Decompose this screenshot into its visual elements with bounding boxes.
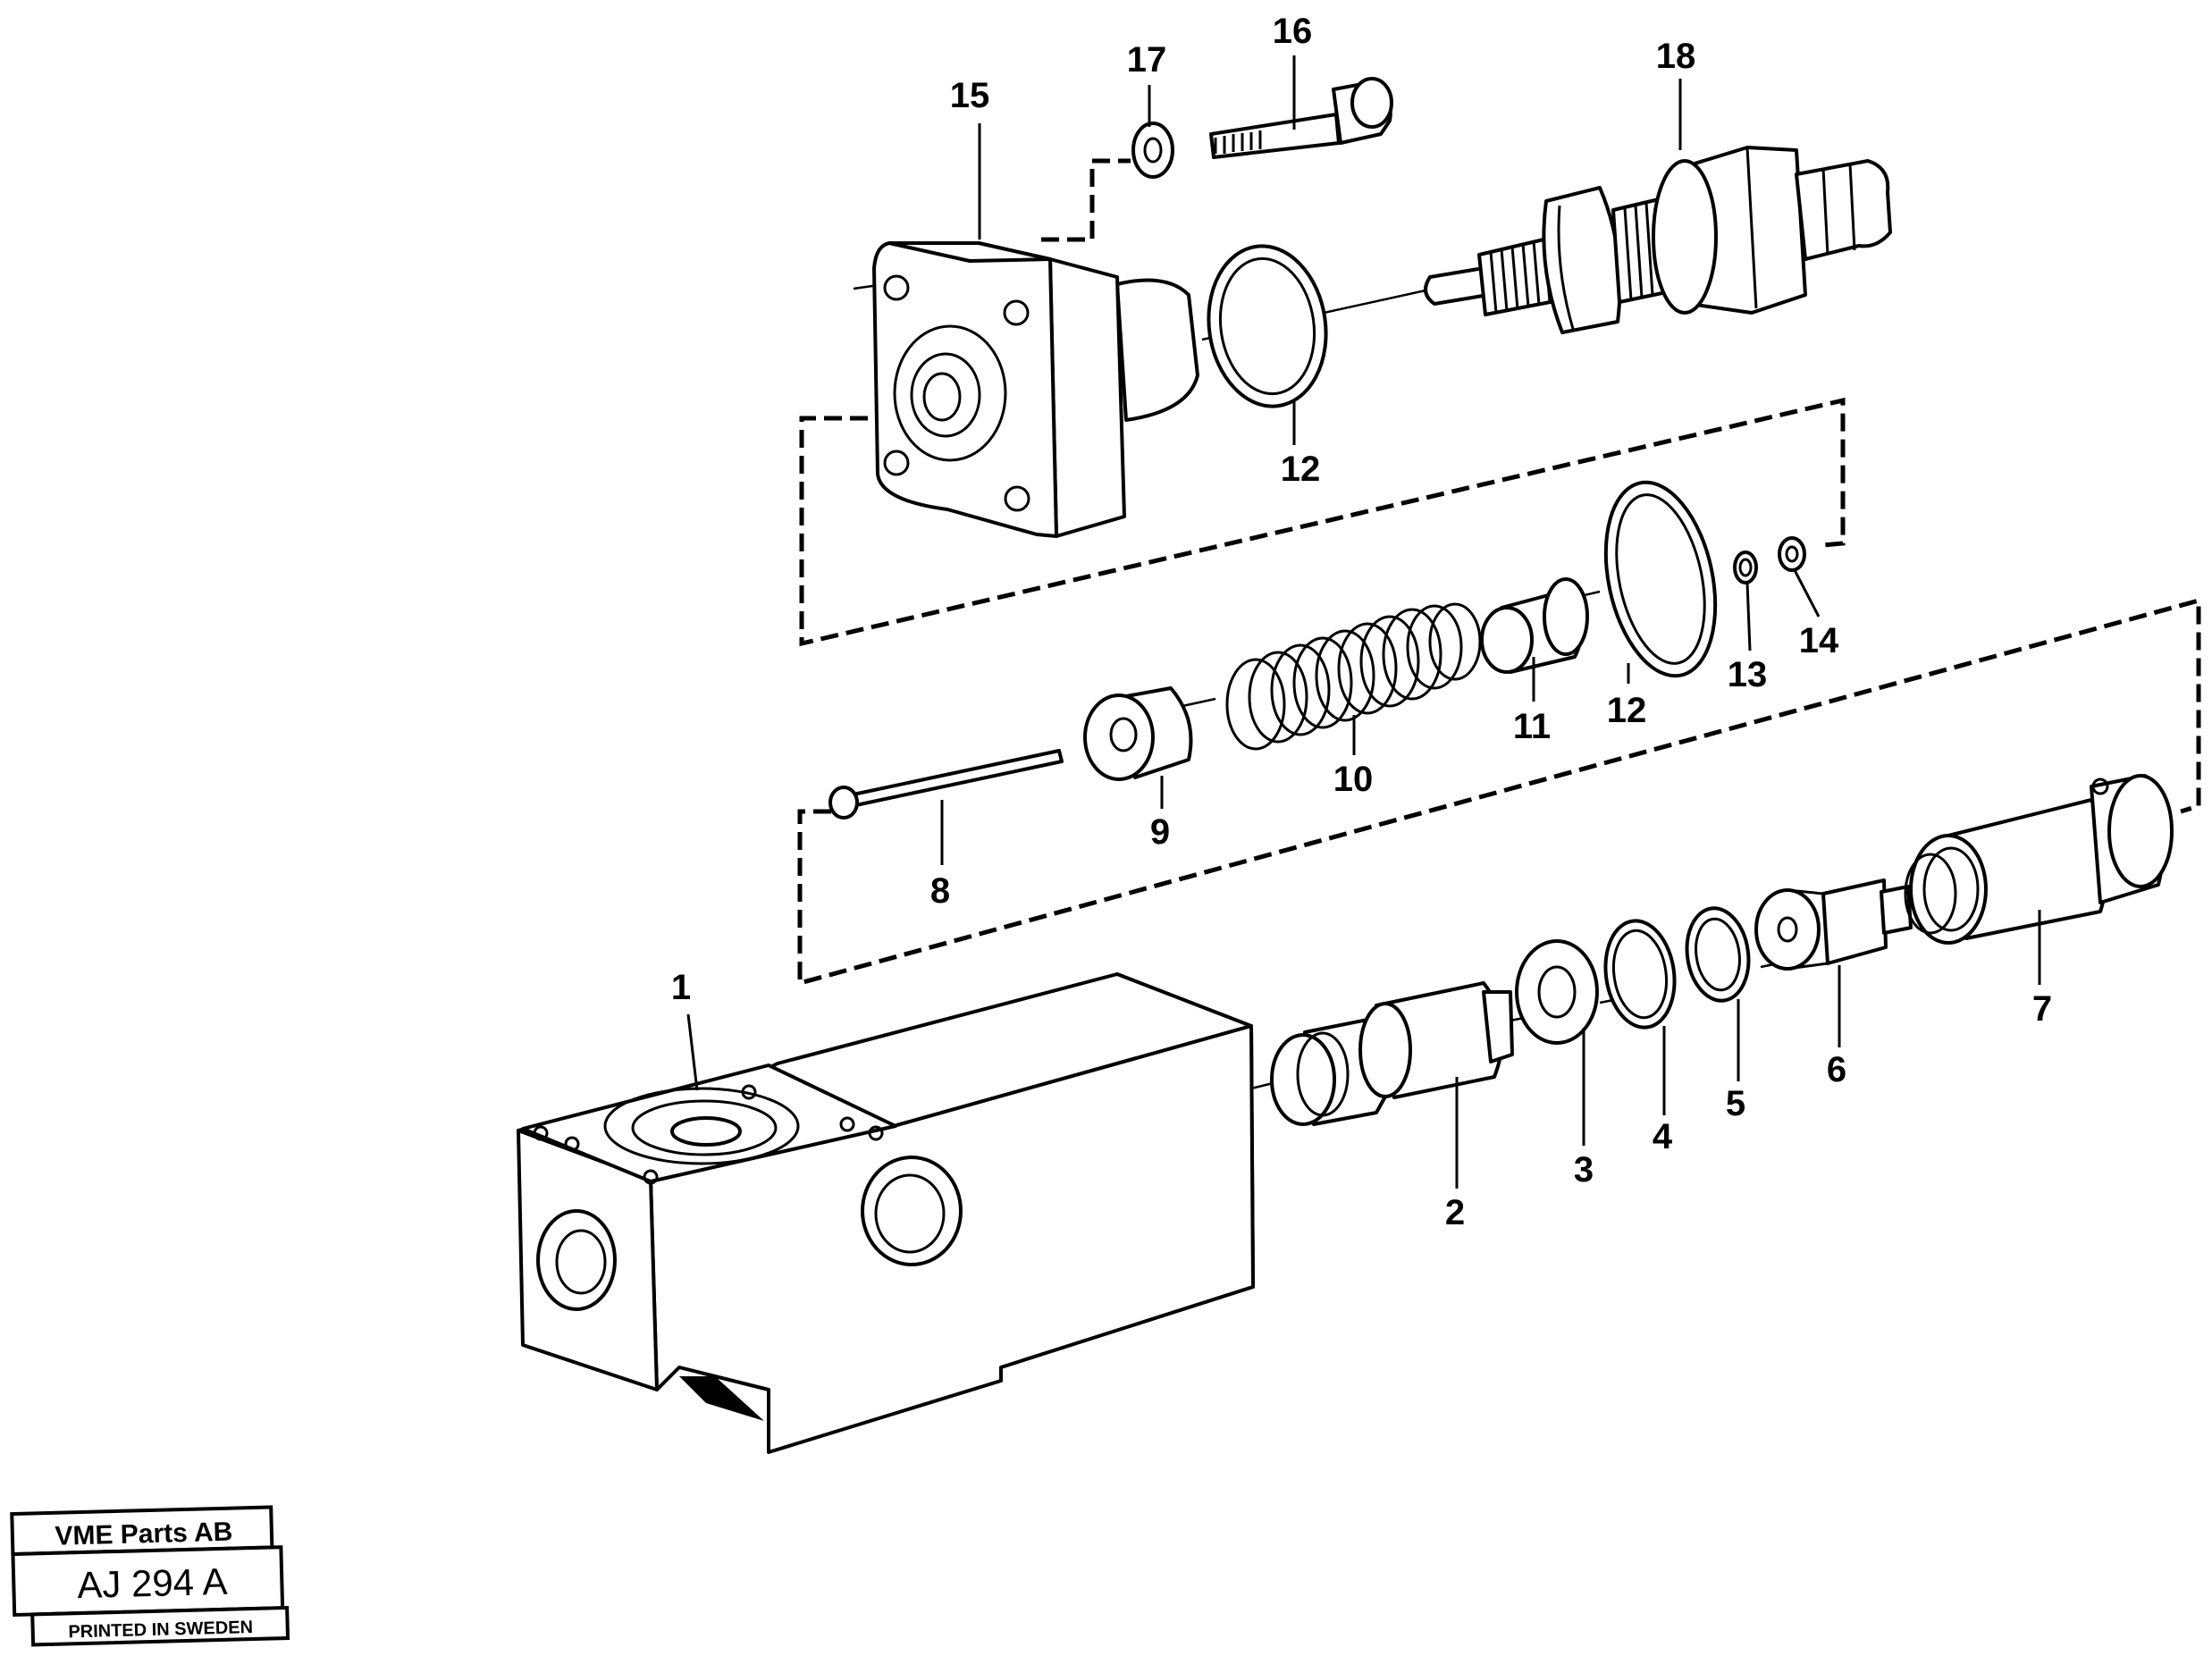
- callout-numbers: 1 2 3 4 5 6 7 8 9 10 11 12 12 13 14 15 1…: [671, 12, 2052, 1232]
- callout-7: 7: [2032, 989, 2052, 1029]
- callout-1: 1: [671, 968, 691, 1007]
- leader-lines: [686, 55, 2041, 1189]
- part-12-oring-upper: [1207, 244, 1328, 408]
- part-10-spring: [1225, 602, 1482, 751]
- part-16-screw: [1209, 77, 1393, 159]
- part-5-backup-ring: [1685, 906, 1751, 1003]
- stamp-company: VME Parts AB: [55, 1517, 233, 1551]
- stamp-code: AJ 294 A: [77, 1560, 228, 1606]
- part-13-small-oring: [1733, 551, 1758, 584]
- callout-12-upper: 12: [1281, 450, 1321, 489]
- part-3-ring: [1515, 939, 1599, 1045]
- part-18-switch: [1424, 146, 1892, 334]
- part-9-seat: [1083, 686, 1193, 781]
- callout-11: 11: [1513, 707, 1551, 746]
- callout-2: 2: [1445, 1193, 1465, 1232]
- part-17-washer: [1131, 122, 1174, 179]
- callout-13: 13: [1728, 655, 1768, 694]
- part-15-cover: [872, 241, 1199, 538]
- part-4-oring: [1603, 919, 1677, 1030]
- callout-4: 4: [1653, 1117, 1673, 1156]
- part-6-plunger: [1754, 878, 1913, 971]
- callout-8: 8: [930, 871, 950, 911]
- part-8-pin: [828, 749, 1064, 820]
- assembly-guide-lines: [797, 158, 2201, 987]
- callout-12-lower: 12: [1607, 691, 1647, 730]
- callout-5: 5: [1726, 1084, 1745, 1123]
- identification-stamp: VME Parts AB AJ 294 A PRINTED IN SWEDEN: [10, 1505, 290, 1647]
- part-1-housing: [517, 972, 1255, 1454]
- callout-9: 9: [1150, 812, 1170, 852]
- stamp-printed: PRINTED IN SWEDEN: [68, 1618, 253, 1642]
- callout-18: 18: [1656, 37, 1696, 76]
- part-2-spool: [1270, 981, 1514, 1126]
- callout-16: 16: [1273, 12, 1313, 51]
- callout-15: 15: [950, 76, 990, 115]
- callout-10: 10: [1333, 760, 1374, 799]
- part-14-washer: [1778, 536, 1806, 572]
- callout-6: 6: [1827, 1050, 1846, 1089]
- callout-3: 3: [1574, 1150, 1594, 1189]
- callout-17: 17: [1127, 40, 1167, 80]
- part-11-piston: [1480, 577, 1589, 674]
- part-12-oring-lower: [1603, 480, 1718, 678]
- part-7-sleeve: [1904, 774, 2174, 945]
- callout-14: 14: [1799, 621, 1839, 660]
